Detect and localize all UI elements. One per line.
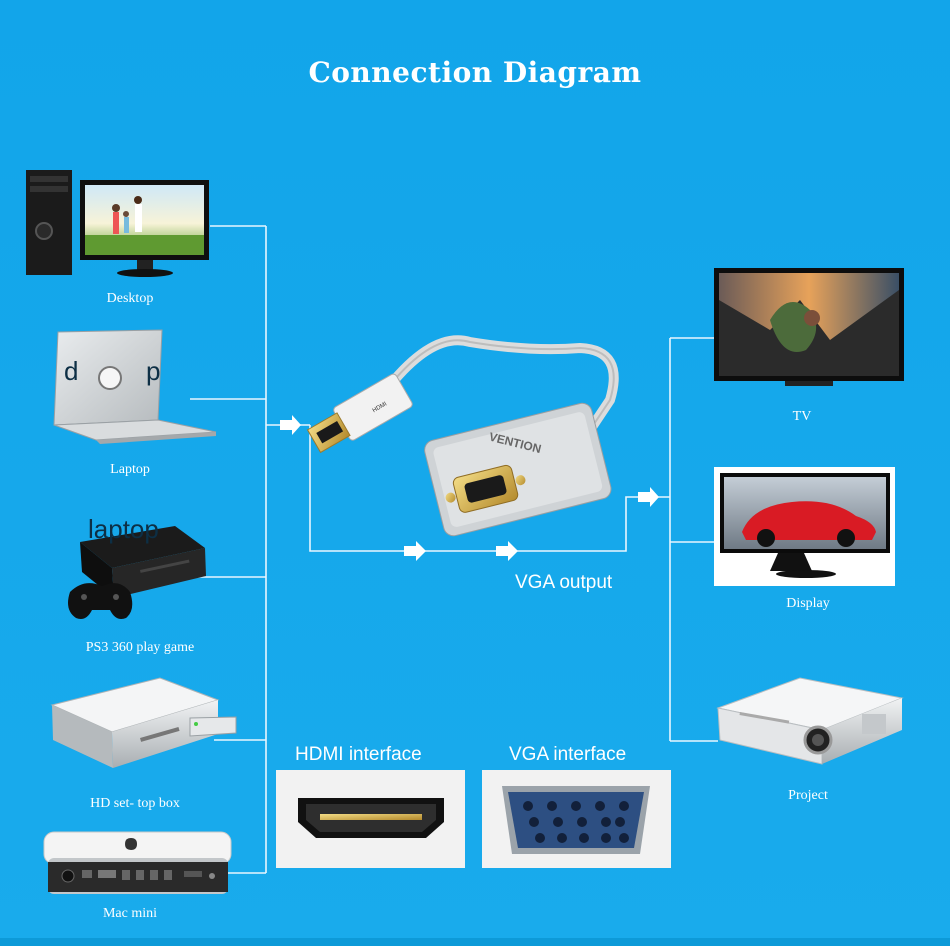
source-label-laptop: Laptop (110, 462, 150, 477)
output-label-projector: Project (788, 788, 828, 803)
mac-mini-image (43, 831, 232, 894)
ghost-text: p (146, 356, 161, 386)
projector-image (716, 677, 904, 765)
output-label-tv: TV (792, 409, 812, 424)
vga-port-icon (502, 786, 650, 854)
output-label-display: Display (786, 596, 830, 611)
hdmi-interface-label: HDMI interface (295, 744, 422, 765)
laptop-image (53, 329, 217, 444)
vga-interface-panel (482, 770, 671, 868)
hdmi-port-icon (298, 798, 444, 838)
desktop-image (26, 170, 209, 277)
diagram-title: Connection Diagram (308, 56, 642, 89)
ghost-text: d (64, 356, 79, 386)
display-image (714, 467, 895, 586)
adapter-image: HDMI VENTION (306, 335, 619, 537)
bottom-bar (0, 938, 950, 946)
hdmi-interface-panel (276, 770, 465, 868)
arrow-icon (638, 487, 659, 507)
source-label-ps3: PS3 360 play game (85, 640, 195, 655)
source-label-desktop: Desktop (106, 291, 154, 306)
source-label-set-top-box: HD set- top box (90, 796, 180, 811)
ghost-text: laptop (88, 514, 159, 544)
vga-output-label: VGA output (515, 572, 613, 593)
set-top-box-image (50, 677, 237, 768)
tv-image (714, 268, 904, 386)
ps3-console-image (68, 526, 206, 619)
arrow-icon (496, 541, 518, 561)
source-label-mac-mini: Mac mini (102, 906, 158, 921)
arrow-icon (280, 415, 301, 435)
vga-interface-label: VGA interface (509, 744, 627, 765)
arrow-icon (404, 541, 426, 561)
